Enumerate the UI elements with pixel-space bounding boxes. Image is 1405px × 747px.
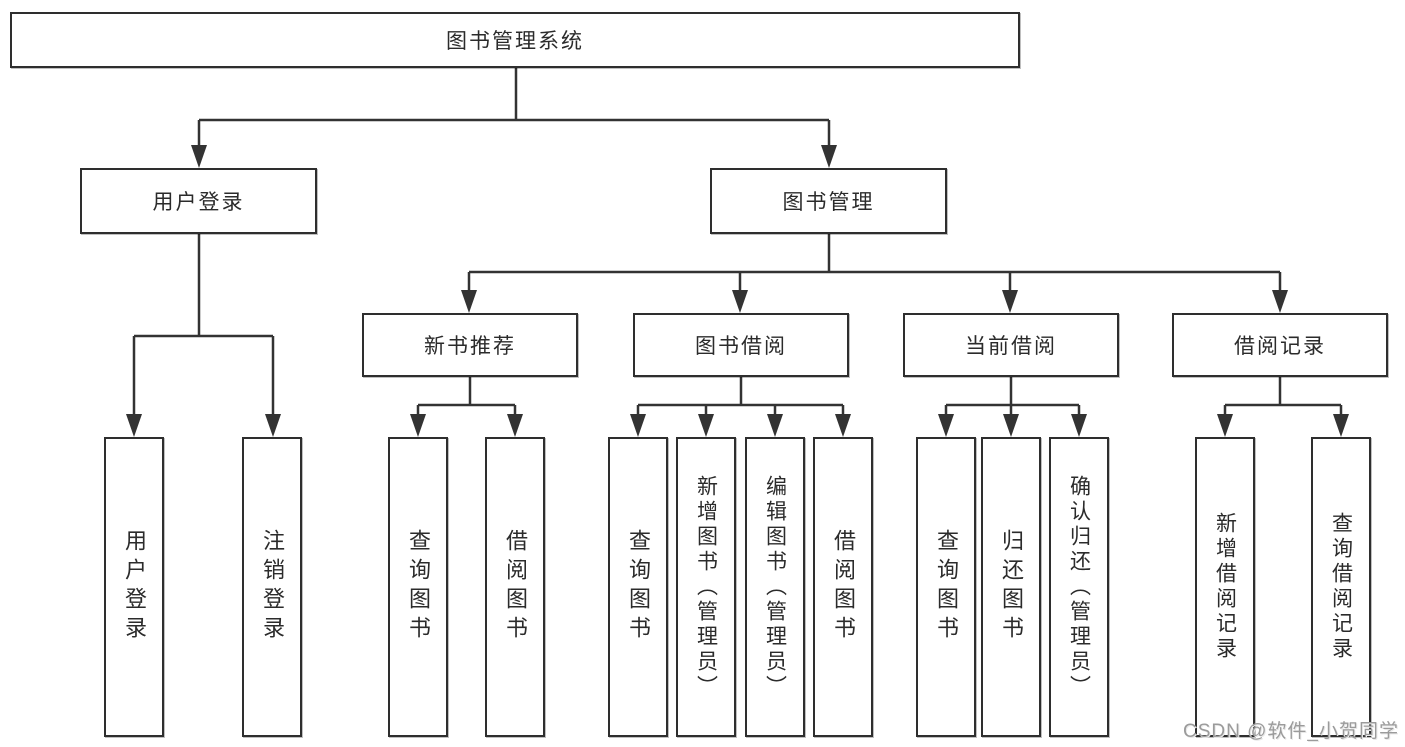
leaf-return-books: 归还图书 — [981, 437, 1041, 737]
arrow-down-icon — [732, 290, 748, 313]
tree-edges — [132, 68, 1343, 419]
leaf-logout: 注销登录 — [242, 437, 302, 737]
arrow-down-icon — [461, 290, 477, 313]
node-borrow-record: 借阅记录 — [1172, 313, 1388, 377]
arrow-down-icon — [1003, 414, 1019, 437]
leaf-query-books-2: 查询图书 — [608, 437, 668, 737]
arrow-down-icon — [507, 414, 523, 437]
arrow-down-icon — [698, 414, 714, 437]
arrow-down-icon — [191, 145, 207, 168]
node-new-book-recommend: 新书推荐 — [362, 313, 578, 377]
csdn-watermark: CSDN @软件_小贺同学 — [1183, 721, 1399, 742]
node-current-borrow: 当前借阅 — [903, 313, 1119, 377]
arrow-down-icon — [767, 414, 783, 437]
arrow-down-icon — [1071, 414, 1087, 437]
leaf-borrow-books-2: 借阅图书 — [813, 437, 873, 737]
node-user-login: 用户登录 — [80, 168, 317, 234]
arrow-down-icon — [938, 414, 954, 437]
arrow-down-icon — [126, 414, 142, 437]
leaf-add-borrow-record: 新增借阅记录 — [1195, 437, 1255, 737]
arrow-down-icon — [265, 414, 281, 437]
node-root-system: 图书管理系统 — [10, 12, 1020, 68]
arrow-down-icon — [821, 145, 837, 168]
node-book-borrow: 图书借阅 — [633, 313, 849, 377]
leaf-confirm-return-admin: 确认归还（管理员） — [1049, 437, 1109, 737]
leaf-add-books-admin: 新增图书（管理员） — [676, 437, 736, 737]
leaf-query-borrow-record: 查询借阅记录 — [1311, 437, 1371, 737]
arrow-down-icon — [630, 414, 646, 437]
leaf-borrow-books: 借阅图书 — [485, 437, 545, 737]
arrow-down-icon — [1272, 290, 1288, 313]
leaf-query-books-3: 查询图书 — [916, 437, 976, 737]
arrow-down-icon — [410, 414, 426, 437]
leaf-edit-books-admin: 编辑图书（管理员） — [745, 437, 805, 737]
arrow-down-icon — [1333, 414, 1349, 437]
arrow-down-icon — [835, 414, 851, 437]
arrowhead-icons — [126, 145, 1349, 437]
leaf-user-login: 用户登录 — [104, 437, 164, 737]
node-book-management: 图书管理 — [710, 168, 947, 234]
leaf-query-books: 查询图书 — [388, 437, 448, 737]
arrow-down-icon — [1217, 414, 1233, 437]
arrow-down-icon — [1002, 290, 1018, 313]
